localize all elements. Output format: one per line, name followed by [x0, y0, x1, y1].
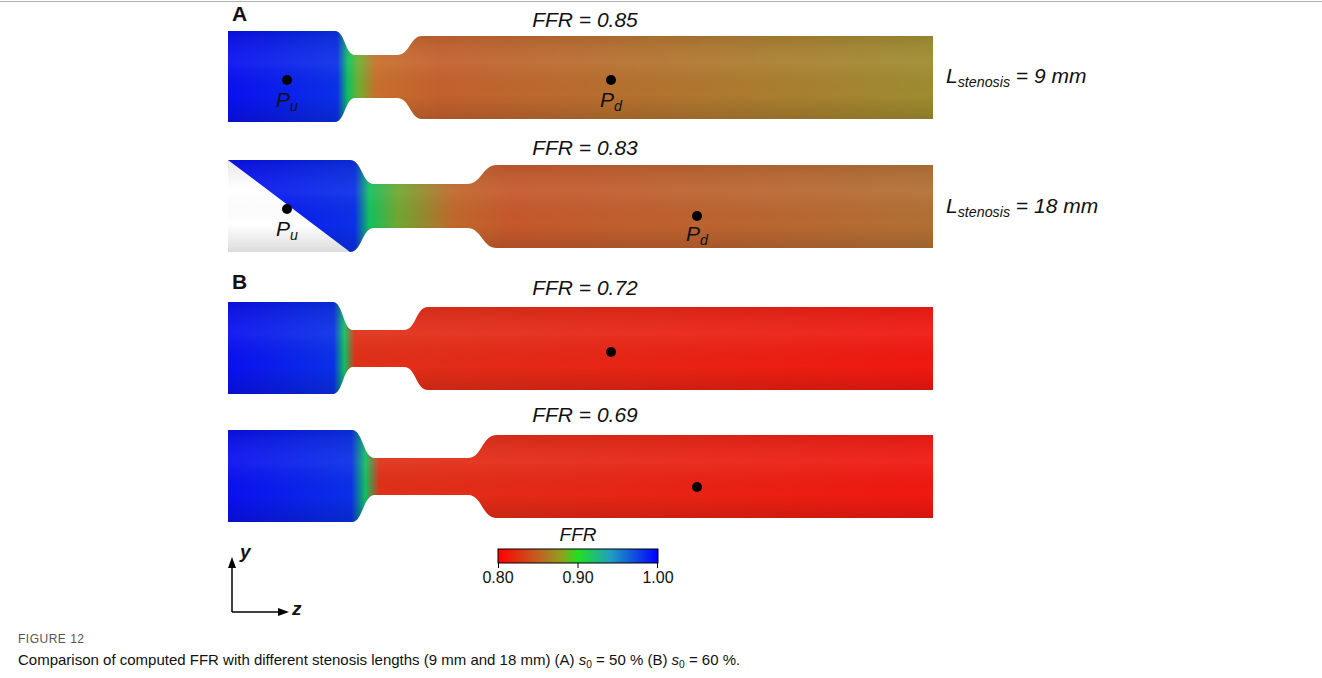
axis-label: z — [292, 598, 302, 620]
vessel-b-long — [228, 430, 933, 522]
colorbar-tick — [657, 563, 658, 568]
colorbar-tick-label: 0.90 — [562, 569, 593, 587]
axis-arrowhead — [278, 608, 289, 616]
axis-arrowhead — [228, 557, 236, 568]
colorbar-tick — [578, 563, 579, 568]
stenosis-length: Lstenosis = 9 mm — [946, 64, 1086, 88]
probe-point — [692, 211, 702, 221]
colorbar — [498, 549, 658, 563]
colorbar-tick — [498, 563, 499, 568]
figure-caption: Comparison of computed FFR with differen… — [18, 651, 740, 668]
probe-point — [282, 75, 292, 85]
probe-point — [606, 75, 616, 85]
vessel-shading — [228, 302, 933, 394]
top-rule — [0, 1, 1322, 2]
vessel-shading — [228, 430, 933, 522]
colorbar-title: FFR — [560, 524, 597, 546]
figure-number: FIGURE 12 — [18, 633, 85, 647]
ffr-value: FFR = 0.72 — [532, 276, 638, 300]
probe-point — [606, 347, 616, 357]
panel-letter: A — [232, 2, 247, 26]
ffr-value: FFR = 0.69 — [532, 403, 638, 427]
colorbar-tick-label: 1.00 — [642, 569, 673, 587]
stenosis-length: Lstenosis = 18 mm — [946, 194, 1098, 218]
pressure-label: Pd — [600, 88, 622, 112]
ffr-value: FFR = 0.83 — [532, 136, 638, 160]
pressure-label: Pu — [276, 88, 298, 112]
axis-label: y — [240, 541, 251, 563]
probe-point — [282, 204, 292, 214]
vessel-a-long — [228, 160, 933, 252]
ffr-value: FFR = 0.85 — [532, 8, 638, 32]
axis-z — [232, 611, 280, 613]
panel-letter: B — [232, 270, 247, 294]
colorbar-tick-label: 0.80 — [482, 569, 513, 587]
probe-point — [692, 482, 702, 492]
pressure-label: Pu — [276, 217, 298, 241]
vessel-shading — [228, 31, 933, 122]
vessel-a-short — [228, 31, 933, 122]
vessel-b-short — [228, 302, 933, 394]
pressure-label: Pd — [686, 222, 708, 246]
axis-y — [231, 566, 233, 612]
vessel-shading — [228, 160, 933, 252]
